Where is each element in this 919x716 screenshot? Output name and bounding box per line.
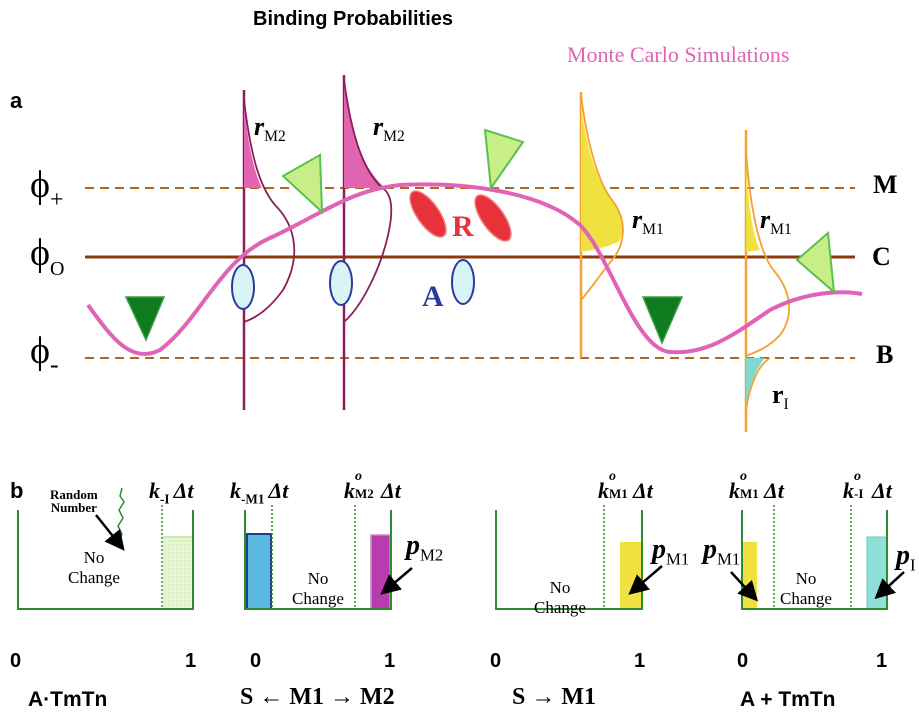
box-3-prob-m1: pM1 bbox=[652, 534, 690, 569]
m1-distribution-left bbox=[579, 92, 624, 358]
box-4-tick-0: 0 bbox=[737, 650, 749, 672]
panel-b-label: b bbox=[10, 478, 24, 503]
box-1-tick-0: 0 bbox=[10, 650, 22, 672]
box-1-frame bbox=[17, 487, 194, 610]
box-4-caption: A + TmTn bbox=[740, 688, 836, 711]
r-ellipse-left bbox=[409, 190, 447, 238]
box-2-prob-m2: pM2 bbox=[406, 530, 444, 565]
dark-triangle-right bbox=[641, 296, 684, 345]
box-3-caption: S → M1 bbox=[512, 684, 596, 710]
r-m2-label-left: rM2 bbox=[254, 112, 286, 146]
box-2-tick-1: 1 bbox=[384, 650, 396, 672]
diagram-title: Binding Probabilities bbox=[253, 8, 454, 30]
a-letter-label: A bbox=[422, 280, 444, 313]
box-4-prob-i: pI bbox=[896, 540, 916, 575]
tropomyosin-curve bbox=[86, 182, 863, 356]
r-ellipse-right bbox=[474, 194, 512, 242]
a-ellipse-2 bbox=[329, 260, 353, 306]
a-ellipse-1 bbox=[231, 264, 255, 310]
state-m-label: M bbox=[873, 170, 898, 199]
r-m2-label-right: rM2 bbox=[373, 112, 405, 146]
random-number-label: Random Number bbox=[50, 487, 98, 515]
box-1-tick-1: 1 bbox=[185, 650, 197, 672]
m2-distribution-right bbox=[342, 75, 393, 410]
box-4-prob-m1: pM1 bbox=[703, 534, 741, 569]
panel-a-label: a bbox=[10, 88, 23, 113]
r-m1-label-right: rM1 bbox=[760, 205, 792, 239]
diagram-subtitle: Monte Carlo Simulations bbox=[567, 42, 790, 67]
state-c-label: C bbox=[872, 242, 891, 271]
m1-distribution-right bbox=[744, 130, 790, 432]
light-triangle-3 bbox=[795, 230, 836, 295]
state-b-label: B bbox=[876, 340, 894, 369]
a-ellipse-3 bbox=[451, 259, 475, 305]
box-4-no-change: No Change bbox=[780, 569, 832, 608]
phi-zero-label: ϕO bbox=[30, 232, 65, 280]
box-3-no-change: No Change bbox=[534, 578, 586, 617]
box-3-frame bbox=[495, 505, 663, 610]
r-letter-label: R bbox=[452, 210, 474, 243]
box-2-caption: S ← M1 → M2 bbox=[240, 684, 395, 710]
box-3-tick-1: 1 bbox=[634, 650, 646, 672]
box-2-no-change: No Change bbox=[292, 569, 344, 608]
box-3-tick-0: 0 bbox=[490, 650, 502, 672]
light-triangle-2 bbox=[483, 128, 525, 191]
m2-distribution-left bbox=[242, 90, 296, 410]
box-2-tick-0: 0 bbox=[250, 650, 262, 672]
r-m1-label-left: rM1 bbox=[632, 205, 664, 239]
r-i-label: rI bbox=[772, 380, 789, 414]
box-1-no-change: No Change bbox=[68, 548, 120, 587]
dark-triangle-left bbox=[124, 296, 166, 342]
light-triangle-1 bbox=[281, 153, 324, 215]
phi-plus-label: ϕ+ bbox=[30, 164, 64, 213]
box-4-tick-1: 1 bbox=[876, 650, 888, 672]
box-1-caption: A·TmTn bbox=[28, 688, 108, 711]
box-2-frame bbox=[244, 505, 413, 610]
phi-minus-label: ϕ- bbox=[30, 330, 59, 379]
box-4-frame bbox=[730, 505, 905, 610]
